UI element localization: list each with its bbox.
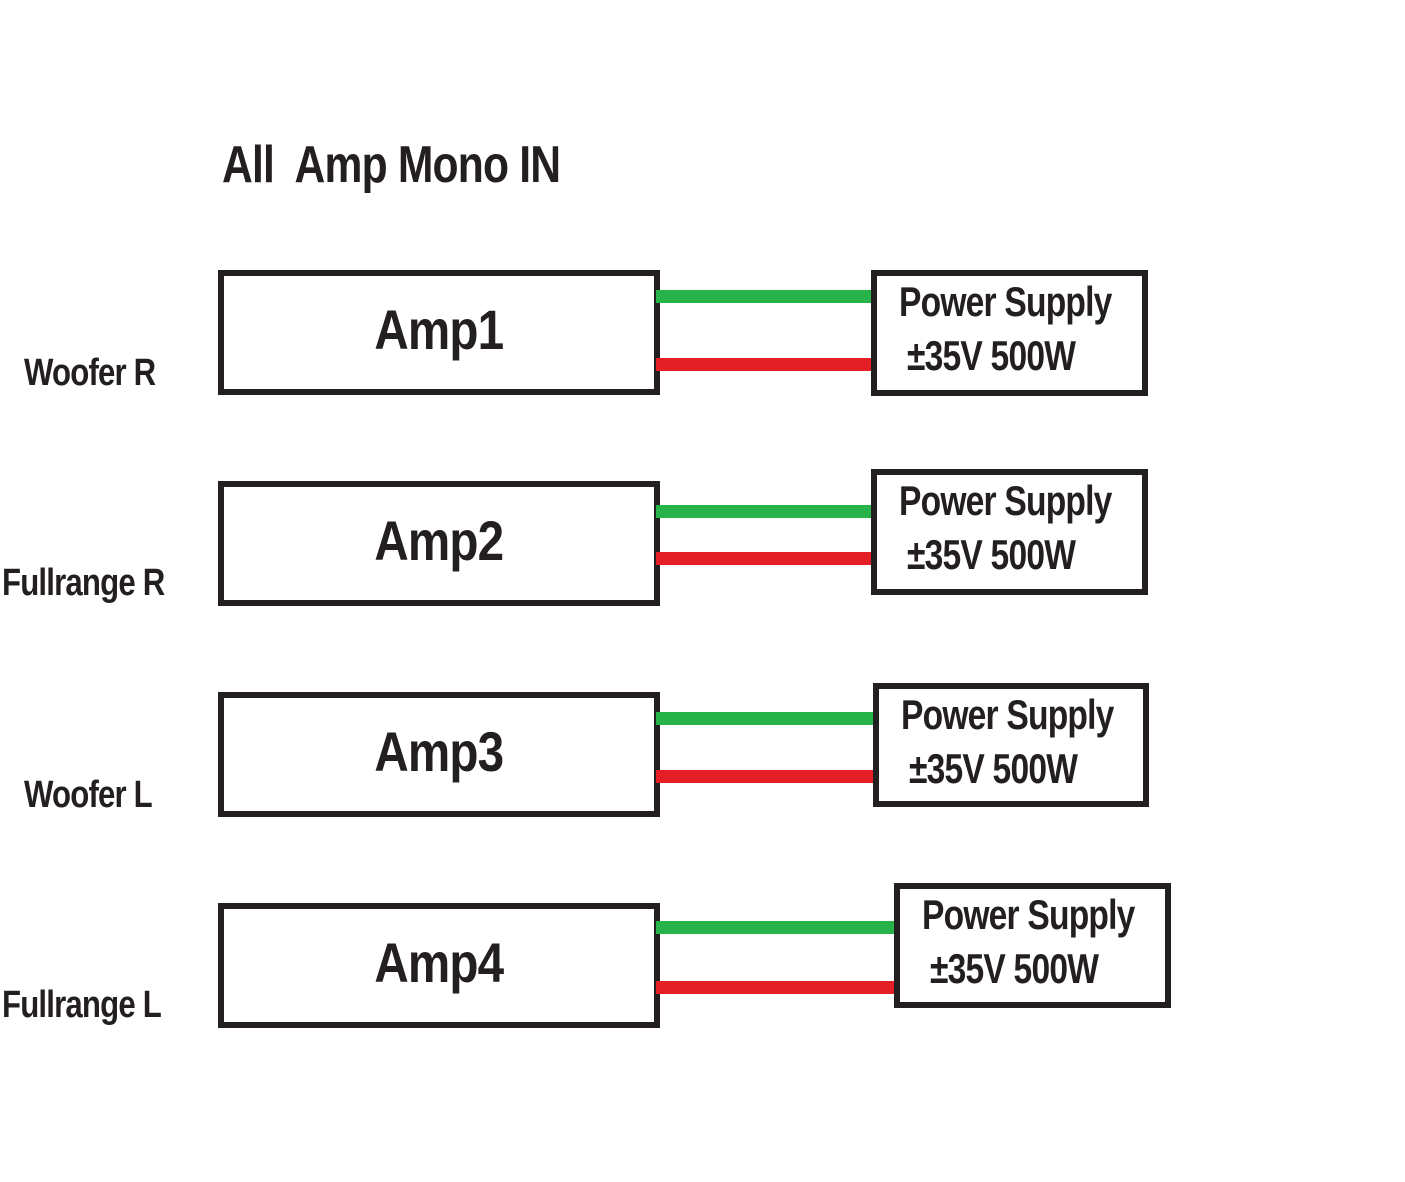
psu3-box: Power Supply ±35V 500W: [873, 683, 1149, 807]
amp4-label: Amp4: [374, 931, 505, 994]
psu3-name: Power Supply: [901, 691, 1114, 738]
amp2-box: Amp2: [218, 481, 660, 606]
amp4-box: Amp4: [218, 903, 660, 1028]
amp1-positive-wire: [656, 290, 876, 303]
amp3-positive-wire: [656, 712, 878, 725]
amp3-box: Amp3: [218, 692, 660, 817]
psu1-rating: ±35V 500W: [907, 332, 1076, 379]
psu1-box: Power Supply ±35V 500W: [871, 270, 1148, 396]
amp4-positive-wire: [656, 921, 900, 934]
amp2-label: Amp2: [374, 509, 505, 572]
psu4-rating: ±35V 500W: [930, 945, 1099, 992]
amp1-box: Amp1: [218, 270, 660, 395]
diagram-title: All Amp Mono IN: [222, 136, 561, 194]
psu2-rating: ±35V 500W: [907, 531, 1076, 578]
channel-label-woofer-l: Woofer L: [24, 774, 153, 816]
amp4-negative-wire: [656, 981, 900, 994]
psu2-box: Power Supply ±35V 500W: [871, 469, 1148, 595]
psu3-rating: ±35V 500W: [909, 745, 1078, 792]
psu4-name: Power Supply: [922, 891, 1135, 938]
psu2-name: Power Supply: [899, 477, 1112, 524]
amp1-label: Amp1: [374, 298, 505, 361]
amp2-positive-wire: [656, 505, 876, 518]
psu4-box: Power Supply ±35V 500W: [894, 883, 1171, 1008]
channel-label-fullrange-l: Fullrange L: [2, 984, 162, 1026]
amp1-negative-wire: [656, 358, 876, 371]
amp2-negative-wire: [656, 552, 876, 565]
channel-label-fullrange-r: Fullrange R: [2, 562, 165, 604]
psu1-name: Power Supply: [899, 278, 1112, 325]
channel-label-woofer-r: Woofer R: [24, 352, 156, 394]
amp3-negative-wire: [656, 770, 878, 783]
amp3-label: Amp3: [374, 720, 505, 783]
